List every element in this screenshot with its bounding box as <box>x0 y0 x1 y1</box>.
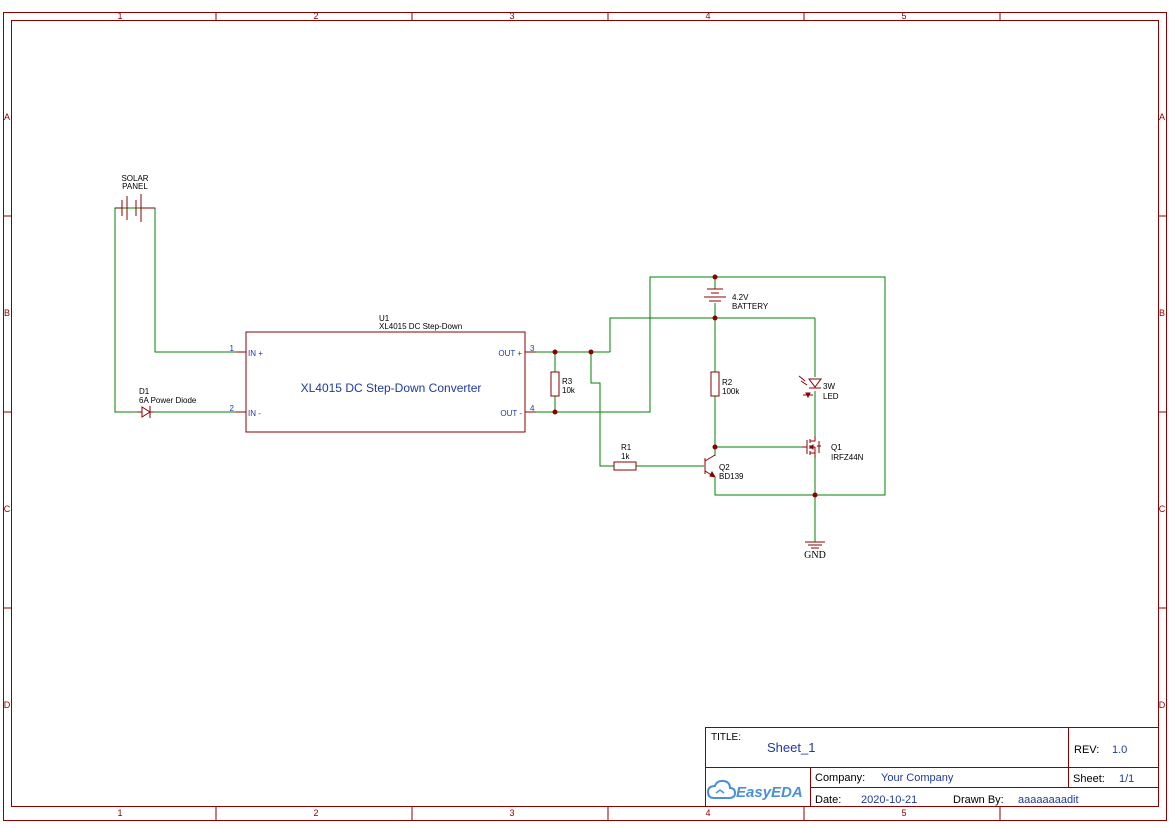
solar-panel-label-line1: SOLAR <box>121 174 148 183</box>
col-label-bottom-5: 5 <box>901 808 906 818</box>
col-label-top-5: 5 <box>901 11 906 21</box>
col-label-bottom-4: 4 <box>705 808 710 818</box>
r1-resistor[interactable] <box>613 461 637 471</box>
gnd-label: GND <box>804 550 826 561</box>
sheet-label: Sheet: <box>1073 773 1105 785</box>
date-value: 2020-10-21 <box>861 794 917 806</box>
wire-solar-positive[interactable] <box>134 207 236 353</box>
sheet-value: 1/1 <box>1119 773 1134 785</box>
row-label-left-c: C <box>4 504 11 514</box>
u1-body-label: XL4015 DC Step-Down Converter <box>301 381 482 395</box>
wire-to-r1[interactable] <box>590 352 614 467</box>
wire-out-minus-loop[interactable] <box>536 276 886 496</box>
r2-ref: R2 <box>722 378 733 387</box>
u1-ref: U1 <box>379 314 390 323</box>
col-label-top-1: 1 <box>117 11 122 21</box>
u1-pin3-num: 3 <box>530 344 535 353</box>
u1-pin4-name: OUT - <box>500 409 522 418</box>
drawn-by-label: Drawn By: <box>953 794 1004 806</box>
u1-pin1-num: 1 <box>230 344 235 353</box>
drawn-by-value: aaaaaaaadit <box>1018 794 1079 806</box>
d1-diode[interactable] <box>138 406 154 418</box>
led-symbol[interactable] <box>798 375 822 399</box>
rev-value: 1.0 <box>1112 744 1127 756</box>
col-label-top-4: 4 <box>705 11 710 21</box>
row-label-right-a: A <box>1159 112 1165 122</box>
title-block <box>705 727 1159 807</box>
row-label-left-d: D <box>4 700 11 710</box>
u1-pin2-name: IN - <box>248 409 261 418</box>
col-label-bottom-3: 3 <box>509 808 514 818</box>
row-label-right-b: B <box>1159 308 1165 318</box>
battery-symbol[interactable] <box>704 288 726 302</box>
easyeda-logo-icon <box>706 779 737 799</box>
ground-symbol[interactable] <box>805 541 825 549</box>
solar-panel-label-line2: PANEL <box>122 182 148 191</box>
u1-module[interactable] <box>236 331 536 433</box>
u1-pin2-num: 2 <box>230 404 235 413</box>
r2-value: 100k <box>722 387 740 396</box>
title-value: Sheet_1 <box>767 740 815 755</box>
junctions <box>552 274 818 498</box>
q1-ref: Q1 <box>831 443 842 452</box>
sheet-frame <box>3 12 1167 821</box>
date-label: Date: <box>815 794 841 806</box>
led-value: 3W <box>823 382 835 391</box>
company-label: Company: <box>815 772 865 784</box>
battery-value: 4.2V <box>732 293 749 302</box>
wire-battery-positive-rail[interactable] <box>609 317 815 352</box>
u1-part: XL4015 DC Step-Down <box>379 322 462 331</box>
r3-ref: R3 <box>562 377 573 386</box>
col-label-top-2: 2 <box>313 11 318 21</box>
r1-value: 1k <box>621 452 630 461</box>
q1-value: IRFZ44N <box>831 453 864 462</box>
solar-panel-symbol[interactable] <box>115 194 155 222</box>
q2-value: BD139 <box>719 472 744 481</box>
col-label-top-3: 3 <box>509 11 514 21</box>
easyeda-logo-text: EasyEDA <box>736 784 803 801</box>
r2-resistor[interactable] <box>710 371 720 397</box>
q2-transistor[interactable] <box>704 454 717 478</box>
grid-labels: 1 2 3 4 5 1 2 3 4 5 A B C D A B C D <box>4 11 1166 818</box>
row-label-left-b: B <box>4 308 10 318</box>
d1-ref: D1 <box>139 387 150 396</box>
u1-pin1-name: IN + <box>248 349 263 358</box>
r1-ref: R1 <box>621 443 632 452</box>
u1-pin3-name: OUT + <box>498 349 522 358</box>
company-value: Your Company <box>881 772 954 784</box>
row-label-left-a: A <box>4 112 10 122</box>
r3-value: 10k <box>562 386 576 395</box>
row-label-right-c: C <box>1159 504 1166 514</box>
wire-solar-negative[interactable] <box>114 207 138 413</box>
row-label-right-d: D <box>1159 700 1166 710</box>
col-label-bottom-1: 1 <box>117 808 122 818</box>
r3-resistor[interactable] <box>550 371 560 397</box>
wires <box>114 207 886 542</box>
title-label: TITLE: <box>711 732 741 743</box>
col-label-bottom-2: 2 <box>313 808 318 818</box>
d1-value: 6A Power Diode <box>139 396 197 405</box>
battery-name: BATTERY <box>732 302 769 311</box>
u1-pin4-num: 4 <box>530 404 535 413</box>
wire-q2-emitter[interactable] <box>714 478 815 496</box>
q1-mosfet[interactable] <box>802 436 821 458</box>
led-name: LED <box>823 392 839 401</box>
q2-ref: Q2 <box>719 463 730 472</box>
rev-label: REV: <box>1074 744 1099 756</box>
